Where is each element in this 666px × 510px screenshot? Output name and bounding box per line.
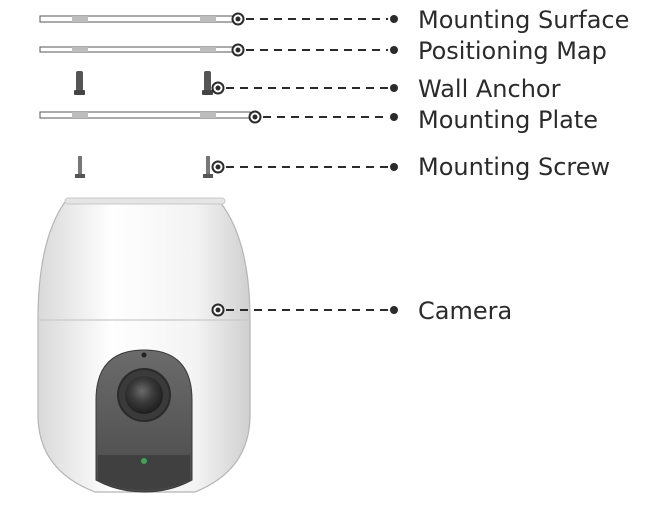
- label-camera: Camera: [418, 297, 513, 325]
- leader-mounting-plate: [248, 110, 398, 124]
- mounting-surface: [39, 15, 241, 23]
- camera-illustration: [37, 197, 251, 493]
- label-wall-anchor: Wall Anchor: [418, 75, 561, 103]
- positioning-map: [39, 46, 241, 53]
- label-mounting-surface: Mounting Surface: [418, 6, 630, 34]
- mounting-plate: [39, 111, 251, 119]
- leader-mounting-screw: [211, 160, 398, 174]
- leader-camera: [211, 303, 398, 317]
- leader-positioning-map: [231, 43, 398, 57]
- leader-mounting-surface: [231, 12, 398, 26]
- label-positioning-map: Positioning Map: [418, 37, 607, 65]
- mounting-screw-right: [203, 156, 213, 178]
- label-mounting-plate: Mounting Plate: [418, 106, 598, 134]
- wall-anchor-left: [74, 71, 85, 95]
- label-mounting-screw: Mounting Screw: [418, 153, 611, 181]
- wall-anchor-right: [202, 71, 213, 95]
- mounting-screw-left: [75, 156, 85, 178]
- leader-wall-anchor: [211, 81, 398, 95]
